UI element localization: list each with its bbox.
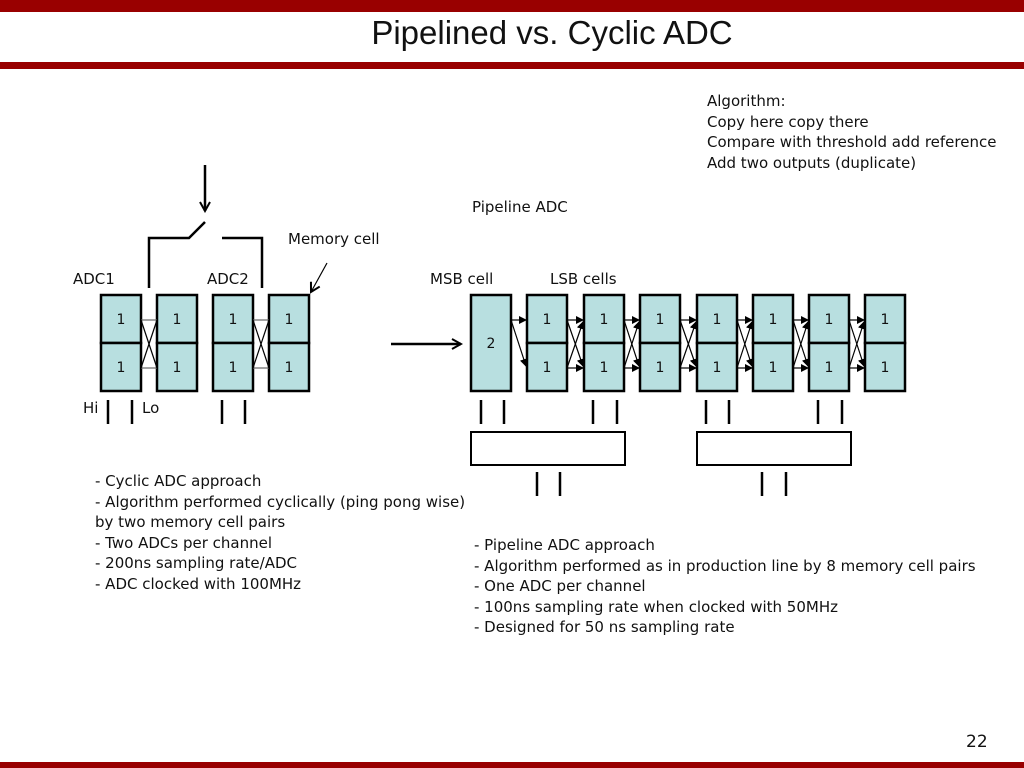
memory-cell-bottom (99, 341, 143, 393)
algorithm-text: Algorithm: Copy here copy there Compare … (707, 91, 996, 173)
cell-value: 1 (542, 360, 552, 376)
cell-value: 1 (768, 360, 778, 376)
memory-cell-bottom (211, 341, 255, 393)
memory-cell-top (99, 293, 143, 345)
arrow (792, 319, 810, 367)
arrow (566, 321, 585, 369)
lo-label: Lo (142, 399, 160, 417)
switch-left-wire (147, 221, 206, 288)
switch-right-wire (222, 236, 264, 288)
arrow (736, 319, 754, 367)
memory-cell-label: Memory cell (288, 230, 380, 248)
algorithm-line: Add two outputs (duplicate) (707, 153, 917, 172)
note-line: by two memory cell pairs (95, 513, 286, 531)
lsb-cells-label: LSB cells (550, 270, 617, 288)
memory-cell-top (638, 293, 682, 345)
arrow (566, 319, 585, 367)
cell-value: 1 (824, 312, 834, 328)
note-line: - Two ADCs per channel (95, 533, 272, 552)
cell-value: 1 (599, 360, 609, 376)
arrow (792, 321, 810, 369)
adc1-label: ADC1 (73, 270, 115, 288)
memory-cell-bottom (267, 341, 311, 393)
memory-cell-top (807, 293, 851, 345)
pipeline-notes: - Pipeline ADC approach - Algorithm perf… (474, 535, 976, 638)
algorithm-line: Compare with threshold add reference (707, 133, 997, 151)
cell-value: 1 (284, 312, 294, 328)
msb-cell-label: MSB cell (430, 270, 494, 288)
adc2-label: ADC2 (207, 270, 249, 288)
cell-value: 1 (116, 360, 126, 376)
note-line: - ADC clocked with 100MHz (95, 574, 302, 593)
note-line: - 100ns sampling rate when clocked with … (474, 597, 838, 616)
note-line: - Cyclic ADC approach (95, 472, 262, 490)
cell-value: 1 (880, 360, 890, 376)
adc-box-1 (470, 431, 626, 466)
cell-value: 2 (486, 336, 496, 352)
cell-value: 1 (542, 312, 552, 328)
cell-value: 1 (228, 360, 238, 376)
arrow (848, 321, 866, 369)
slide-title: Pipelined vs. Cyclic ADC (371, 14, 733, 51)
note-line: - Algorithm performed as in production l… (474, 556, 976, 575)
algorithm-line: Copy here copy there (707, 112, 869, 131)
memory-cell-top (751, 293, 795, 345)
top-bar (0, 0, 1024, 12)
page-number: 22 (966, 732, 988, 752)
cyclic-notes: - Cyclic ADC approach - Algorithm perfor… (95, 471, 465, 594)
cell-value: 1 (116, 312, 126, 328)
memory-cell-top (525, 293, 569, 345)
arrow (623, 321, 641, 369)
pipeline-adc-label: Pipeline ADC (472, 198, 568, 216)
link-line (252, 319, 270, 369)
memory-cell-top (695, 293, 739, 345)
title-underline (0, 62, 1024, 69)
note-line: - One ADC per channel (474, 577, 646, 595)
memory-cell-top (155, 293, 199, 345)
algorithm-line: Algorithm: (707, 92, 786, 110)
cell-value: 1 (284, 360, 294, 376)
arrow (510, 319, 528, 367)
link-line (140, 319, 158, 369)
arrow (679, 321, 698, 369)
memory-cell-bottom (807, 341, 851, 393)
cell-value: 1 (712, 360, 722, 376)
arrow (679, 319, 698, 367)
memory-cell-bottom (863, 341, 907, 393)
cell-value: 1 (172, 312, 182, 328)
cell-value: 1 (712, 312, 722, 328)
memory-cell-pointer (311, 262, 328, 292)
arrow (623, 319, 641, 367)
memory-cell-bottom (638, 341, 682, 393)
cell-value: 1 (655, 312, 665, 328)
memory-cell-bottom (525, 341, 569, 393)
arrow (736, 321, 754, 369)
adc-box-2 (696, 431, 852, 466)
cell-value: 1 (599, 312, 609, 328)
note-line: - Designed for 50 ns sampling rate (474, 618, 735, 636)
cell-value: 1 (655, 360, 665, 376)
cell-value: 1 (880, 312, 890, 328)
hi-label: Hi (83, 399, 99, 417)
cell-value: 1 (228, 312, 238, 328)
note-line: - Algorithm performed cyclically (ping p… (95, 492, 466, 511)
note-line: - 200ns sampling rate/ADC (95, 554, 297, 572)
msb-cell (469, 293, 513, 393)
cell-value: 1 (172, 360, 182, 376)
memory-cell-top (211, 293, 255, 345)
cell-value: 1 (824, 360, 834, 376)
bottom-bar (0, 762, 1024, 768)
cell-value: 1 (768, 312, 778, 328)
arrow (848, 319, 866, 367)
note-line: - Pipeline ADC approach (474, 536, 655, 554)
